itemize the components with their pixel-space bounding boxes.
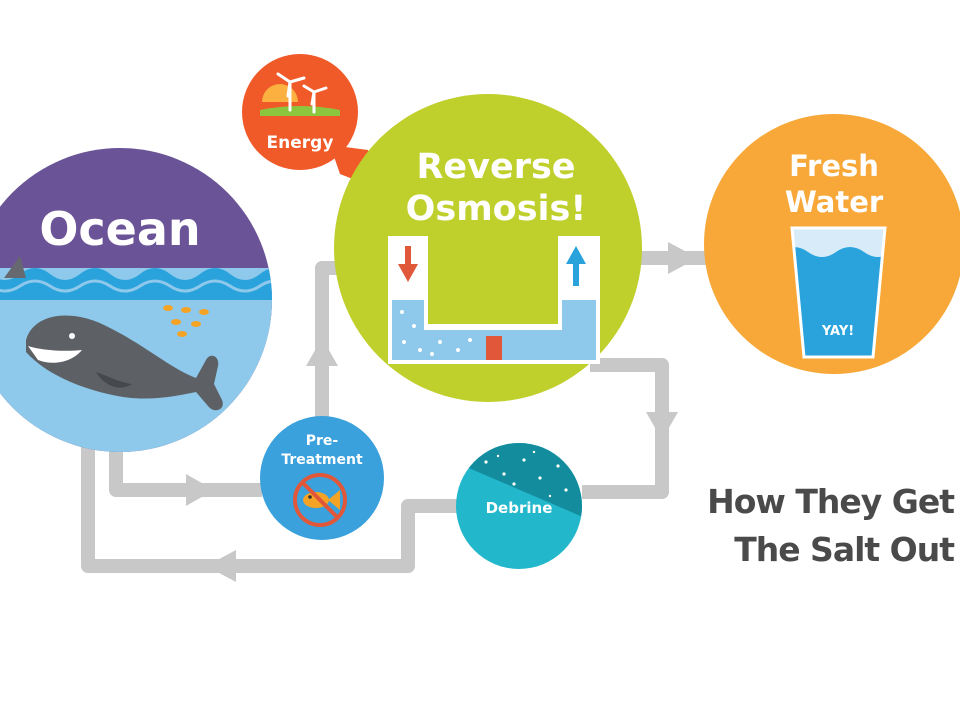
- pipe-arrows: [186, 242, 698, 582]
- arrow-down-icon: [646, 412, 678, 440]
- debrine-label: Debrine: [486, 499, 553, 517]
- fresh-label-line2: Water: [785, 185, 884, 219]
- ro-label-line2: Osmosis!: [406, 189, 587, 229]
- ocean-label: Ocean: [39, 202, 200, 256]
- pipe-ro-to-debrine: [582, 358, 669, 499]
- fish-school-icon: [163, 305, 209, 337]
- arrow-right-icon: [186, 474, 214, 506]
- arrow-left-icon: [206, 550, 236, 582]
- arrow-right-icon: [668, 242, 698, 274]
- water-glass-icon: [790, 226, 887, 359]
- no-fish-icon: [293, 473, 347, 527]
- wind-turbine-icon: [260, 72, 340, 116]
- energy-label: Energy: [267, 133, 334, 153]
- u-tube-icon: [388, 236, 600, 364]
- arrow-up-icon: [566, 246, 586, 286]
- pretreatment-node: Pre- Treatment: [260, 416, 384, 540]
- pre-label-line2: Treatment: [281, 452, 363, 468]
- diagram-caption: How They Get The Salt Out: [707, 478, 955, 574]
- reverse-osmosis-node: Reverse Osmosis!: [334, 94, 642, 402]
- ro-label-line1: Reverse: [416, 147, 575, 187]
- fresh-label-line1: Fresh: [789, 149, 879, 183]
- debrine-node: Debrine: [456, 443, 582, 569]
- caption-line-2: The Salt Out: [734, 530, 955, 569]
- caption-line-1: How They Get: [707, 482, 955, 521]
- ocean-node: Ocean: [0, 148, 272, 452]
- fresh-water-node: Fresh Water YAY!: [704, 114, 960, 374]
- whale-icon: [26, 315, 223, 411]
- pipe-debrine-return: [81, 440, 462, 573]
- shark-fin-icon: [4, 256, 26, 278]
- pre-label-line1: Pre-: [306, 433, 339, 449]
- arrow-down-icon: [398, 246, 418, 282]
- glass-label: YAY!: [821, 324, 854, 339]
- arrow-up-icon: [306, 338, 338, 366]
